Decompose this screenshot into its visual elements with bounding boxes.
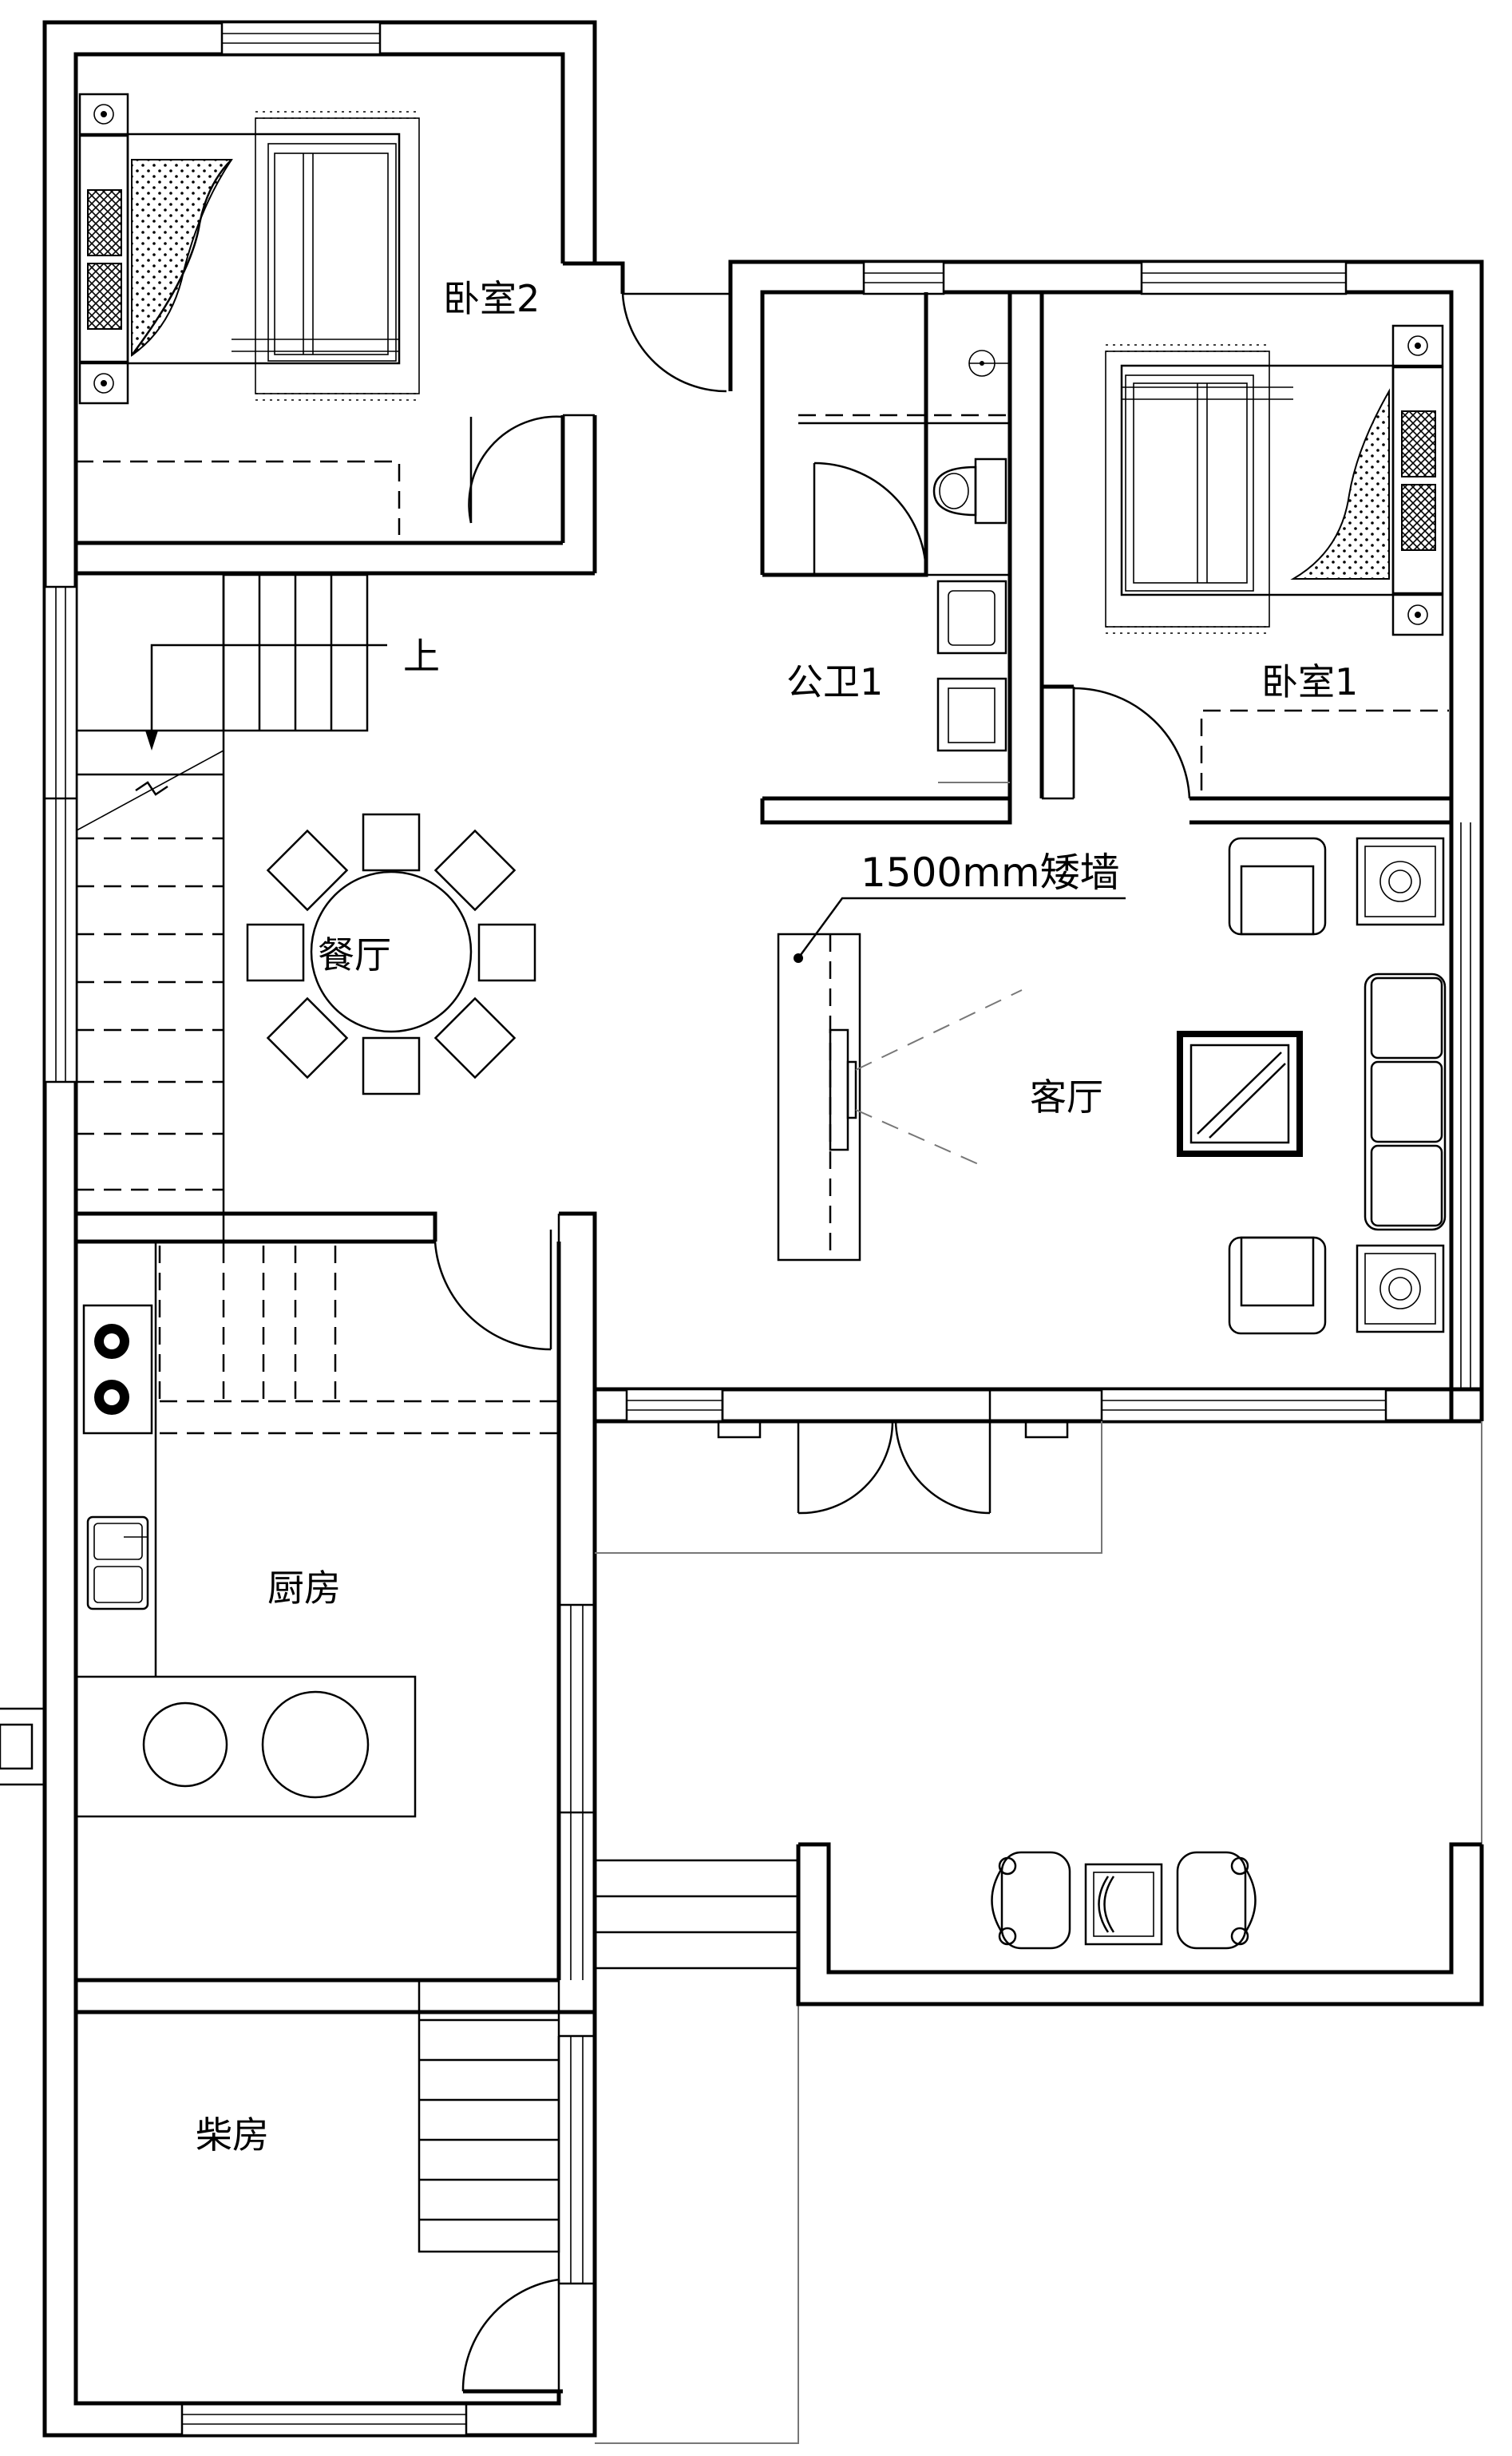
living-furniture (1177, 837, 1447, 1335)
exterior-marker (0, 1723, 34, 1770)
label-woodshed: 柴房 (196, 2113, 269, 2157)
woodshed-stairs (418, 1979, 560, 2253)
bathroom-walls (762, 292, 1044, 798)
label-bedroom1: 卧室1 (1261, 660, 1358, 703)
staircase (76, 573, 567, 1435)
kitchen-walls (76, 1211, 597, 2395)
bath-washbasin (936, 580, 1010, 783)
door-corridor (595, 261, 733, 393)
door-bedroom2 (468, 415, 564, 524)
window-living-right (1460, 822, 1471, 1389)
bedroom1-walls (1039, 684, 1451, 825)
bedroom2-walls (74, 262, 597, 576)
note-low-wall: 1500mm矮墙 (861, 850, 1120, 896)
woodshed-walls (73, 2012, 595, 2406)
door-bath (813, 461, 928, 575)
toilet (932, 458, 1007, 525)
window-bedroom2-top (220, 21, 382, 56)
bed-bedroom1 (1105, 324, 1444, 636)
label-bedroom2: 卧室2 (443, 277, 540, 320)
bath-shower (798, 350, 1010, 425)
low-wall-tv (777, 897, 1126, 1262)
window-bath-top (862, 260, 945, 295)
door-woodshed (461, 2278, 563, 2394)
window-stair-left (43, 585, 78, 1083)
door-bedroom1 (1072, 687, 1191, 799)
window-woodshed-bottom (180, 2402, 468, 2437)
window-front-left (625, 1388, 724, 1423)
front-entrance-doors (717, 1389, 1069, 1515)
window-bedroom1-top (1140, 260, 1348, 295)
window-kitchen-right (559, 1603, 595, 1980)
porch-balcony-walls (796, 1842, 1484, 2006)
label-stair-up: 上 (403, 635, 440, 678)
window-front-right (1100, 1388, 1387, 1423)
porch-outline (595, 1421, 1482, 2444)
porch-table-chairs (991, 1851, 1257, 1950)
exterior-walls (42, 20, 1484, 2438)
bed-bedroom2 (78, 93, 420, 405)
label-public-bath: 公卫1 (786, 660, 883, 703)
corridor-partition (760, 796, 1012, 825)
door-kitchen (433, 1230, 552, 1351)
bedroom1-wardrobe (1200, 709, 1449, 790)
label-living: 客厅 (1030, 1075, 1103, 1119)
dining-table (246, 813, 536, 1095)
label-dining: 餐厅 (318, 933, 391, 976)
porch-steps (595, 1859, 798, 1970)
bedroom2-wardrobe (76, 460, 401, 535)
label-kitchen: 厨房 (267, 1567, 341, 1610)
